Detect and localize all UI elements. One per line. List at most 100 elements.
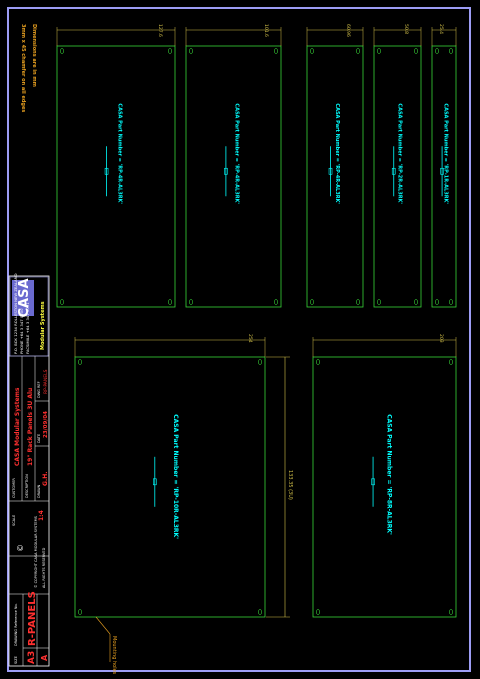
- width-dimension-label: 101.6: [263, 24, 269, 37]
- customer-value: CASA Modular Systems: [14, 387, 21, 466]
- mounting-hole-icon: [60, 299, 64, 305]
- mounting-hole-icon: [60, 48, 64, 54]
- date-label: DATE: [37, 434, 41, 443]
- scale-label: SCALE: [12, 515, 16, 526]
- mounting-hole-icon: [449, 359, 453, 365]
- mounting-hole-icon: [414, 299, 418, 305]
- scale-value: 1:4: [38, 510, 45, 521]
- drawn-value: G.H.: [42, 471, 49, 486]
- rights-text: ALL RIGHTS RESERVED: [42, 547, 46, 588]
- size-value: A3: [27, 651, 37, 664]
- mounting-hole-icon: [449, 299, 453, 305]
- part-number-label: CASA Part Number = 'RP-4R-AL3RK': [334, 103, 340, 204]
- height-dimension: 133.35 (3U): [266, 356, 293, 618]
- mounting-hole-icon: [189, 299, 193, 305]
- top-panel-outline: [373, 45, 422, 308]
- top-panel-outline: [306, 45, 364, 308]
- mounting-hole-icon: [258, 609, 262, 615]
- description-label: DESCRIPTION: [25, 474, 29, 498]
- part-number-label: CASA Part Number = 'RP-2R-AL3RK': [396, 103, 402, 204]
- bottom-panel-outline: [312, 356, 457, 618]
- mounting-hole-icon: [316, 609, 320, 615]
- description-value: 19" Rack Panels 3U Alu: [27, 388, 34, 466]
- mounting-hole-icon: [435, 299, 439, 305]
- mounting-hole-leader: Mounting holes: [95, 616, 117, 675]
- drawing-title: R-PANELS: [27, 591, 38, 646]
- centre-mark-box: [104, 167, 109, 175]
- drawing-ref-label: DRAWING Reference No.: [14, 603, 18, 646]
- customer-label: CUSTOMER: [12, 478, 16, 498]
- dwg-ref-label: DWG REF: [37, 381, 41, 398]
- size-label: SIZE: [14, 656, 18, 664]
- company-logo: CASA: [17, 278, 32, 317]
- centre-mark-box: [440, 167, 444, 175]
- copyright-icon: ©: [16, 544, 25, 552]
- sheet-border: [7, 7, 471, 672]
- company-fax: FACSIMILE +64 3 347 0001: [25, 302, 30, 354]
- title-block: CASA Modular Systems P.O. BOX 1234 ROLLE…: [8, 273, 50, 667]
- centre-mark-box: [391, 167, 396, 175]
- width-dimension-label: 50.8: [403, 24, 409, 34]
- part-number-label: CASA Part Number = 'RP-4R-AL3RK': [116, 103, 122, 204]
- centre-mark-box: [224, 167, 228, 175]
- mounting-hole-icon: [435, 48, 439, 54]
- width-dimension-label: 127.6: [157, 24, 163, 37]
- part-number-label: CASA Part Number = 'RP-4R-AL3RK': [233, 103, 239, 204]
- top-panel-outline: [185, 45, 282, 308]
- mounting-hole-icon: [356, 48, 360, 54]
- part-number-label: CASA Part Number = 'RP-1R-AL3RK': [442, 103, 448, 204]
- revision-value: A: [40, 654, 49, 661]
- mounting-hole-icon: [449, 609, 453, 615]
- mounting-hole-icon: [310, 299, 314, 305]
- part-number-label: CASA Part Number = 'RP-10R-AL3RK': [172, 414, 179, 539]
- company-address: P.O. BOX 1234 ROLLESTON NEW ZEALAND: [13, 273, 18, 354]
- mounting-hole-icon: [356, 299, 360, 305]
- mounting-hole-icon: [78, 359, 82, 365]
- date-value: 23/09/04: [43, 411, 49, 438]
- mounting-hole-icon: [258, 359, 262, 365]
- mounting-hole-icon: [377, 48, 381, 54]
- company-subtitle: Modular Systems: [40, 301, 46, 350]
- drawn-label: DRAWN: [37, 484, 41, 498]
- mounting-hole-icon: [78, 609, 82, 615]
- centre-mark-box: [328, 167, 333, 175]
- mounting-hole-icon: [414, 48, 418, 54]
- width-dimension-label: 25.4: [438, 24, 444, 34]
- centre-mark-box: [153, 478, 157, 486]
- part-number-label: CASA Part Number = 'RP-8R-AL3RK': [385, 414, 392, 535]
- mounting-hole-icon: [274, 299, 278, 305]
- mounting-hole-icon: [189, 48, 193, 54]
- bottom-panel-outline: [74, 356, 266, 618]
- leader-note-label: Mounting holes: [111, 636, 117, 675]
- centre-mark-box: [371, 478, 375, 486]
- note-dimensions: Dimensions are in mm: [31, 24, 37, 87]
- company-phone: PHONE +64 3 347 0000: [19, 308, 24, 354]
- mounting-hole-icon: [377, 299, 381, 305]
- copyright-text: © COPYRIGHT CASA MODULAR SYSTEMS: [34, 515, 38, 588]
- mounting-hole-icon: [316, 359, 320, 365]
- mounting-hole-icon: [449, 48, 453, 54]
- width-dimension-label: 60.96: [345, 24, 351, 37]
- dwg-ref-value: RP-PANELS: [43, 369, 49, 394]
- mounting-hole-icon: [310, 48, 314, 54]
- mounting-hole-icon: [168, 299, 172, 305]
- width-dimension-label: 254: [247, 334, 253, 343]
- top-panel-outline: [56, 45, 176, 308]
- top-panel-outline: [431, 45, 457, 308]
- mounting-hole-icon: [168, 48, 172, 54]
- mounting-hole-icon: [274, 48, 278, 54]
- note-chamfer: 3mm x 45 chamfer on all edges: [20, 24, 26, 112]
- width-dimension-label: 203: [438, 334, 444, 343]
- height-dimension-label: 133.35 (3U): [287, 470, 293, 500]
